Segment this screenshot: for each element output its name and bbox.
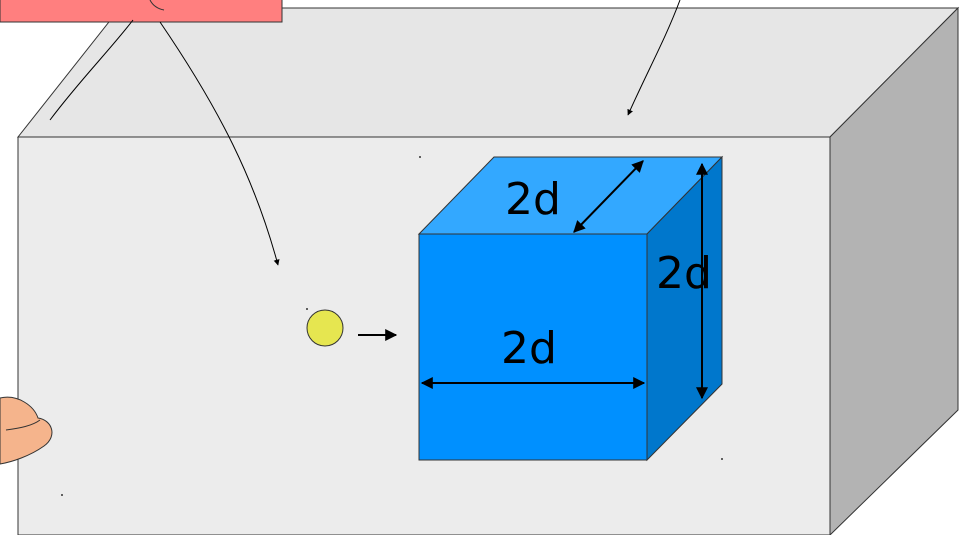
- pointer-line-right: [627, 0, 681, 116]
- speck: [306, 308, 308, 310]
- cube: [417, 155, 724, 462]
- depth-label: 2d: [505, 174, 561, 225]
- particle: [306, 309, 344, 347]
- cube-front-face: [418, 233, 648, 461]
- depth-dimension-arrow: [573, 160, 644, 233]
- pointer-line-left: [159, 21, 280, 266]
- outer-box-top: [16, 7, 960, 138]
- callout-box-fragment: [149, 0, 165, 11]
- speck: [419, 156, 421, 158]
- pointer-line-to-box-left: [49, 19, 134, 121]
- width-label: 2d: [501, 323, 557, 374]
- hand-finger-line: [5, 419, 41, 431]
- speck: [721, 458, 723, 460]
- height-label: 2d: [656, 248, 712, 299]
- hand-shape: [0, 396, 53, 465]
- speck: [61, 494, 63, 496]
- callout-box: [0, 0, 283, 23]
